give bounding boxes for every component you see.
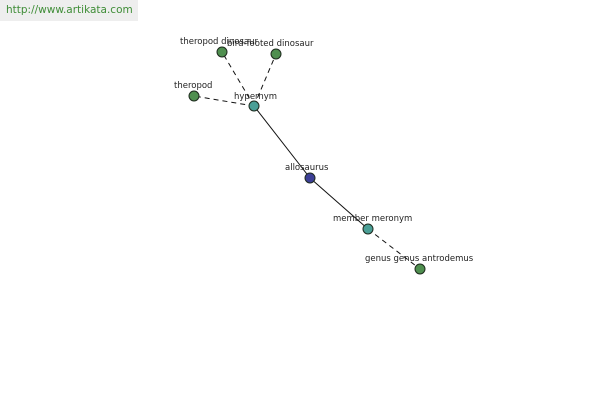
site-url-banner[interactable]: http://www.artikata.com: [0, 0, 138, 21]
node-theropod-dinosaur[interactable]: [216, 46, 228, 58]
edge-member-meronym-to-genus-antrodemus: [367, 228, 421, 270]
edge-hypernym-to-theropod: [193, 95, 255, 107]
edge-allosaurus-to-hypernym: [253, 105, 311, 179]
node-allosaurus[interactable]: [304, 172, 316, 184]
node-bird-footed-dinosaur[interactable]: [270, 48, 282, 60]
node-label-hypernym[interactable]: hypernym: [234, 92, 277, 102]
edge-allosaurus-to-member-meronym: [309, 177, 369, 230]
node-label-theropod[interactable]: theropod: [174, 81, 212, 91]
edge-hypernym-to-bird-footed-dinosaur: [253, 53, 277, 107]
graph-edges: [193, 51, 421, 270]
node-label-allosaurus[interactable]: allosaurus: [285, 163, 329, 173]
node-label-bird-footed-dinosaur[interactable]: bird-footed dinosaur: [227, 39, 314, 49]
node-genus-antrodemus[interactable]: [414, 263, 426, 275]
node-theropod[interactable]: [188, 90, 200, 102]
site-url-text[interactable]: http://www.artikata.com: [6, 4, 133, 16]
node-member-meronym[interactable]: [362, 223, 374, 235]
node-hypernym[interactable]: [248, 100, 260, 112]
node-label-member-meronym[interactable]: member meronym: [333, 214, 412, 224]
node-label-theropod-dinosaur[interactable]: theropod dinosaur: [180, 37, 259, 47]
graph-nodes: [188, 46, 426, 275]
edge-hypernym-to-theropod-dinosaur: [221, 51, 255, 107]
node-label-genus-antrodemus[interactable]: genus genus antrodemus: [365, 254, 474, 264]
